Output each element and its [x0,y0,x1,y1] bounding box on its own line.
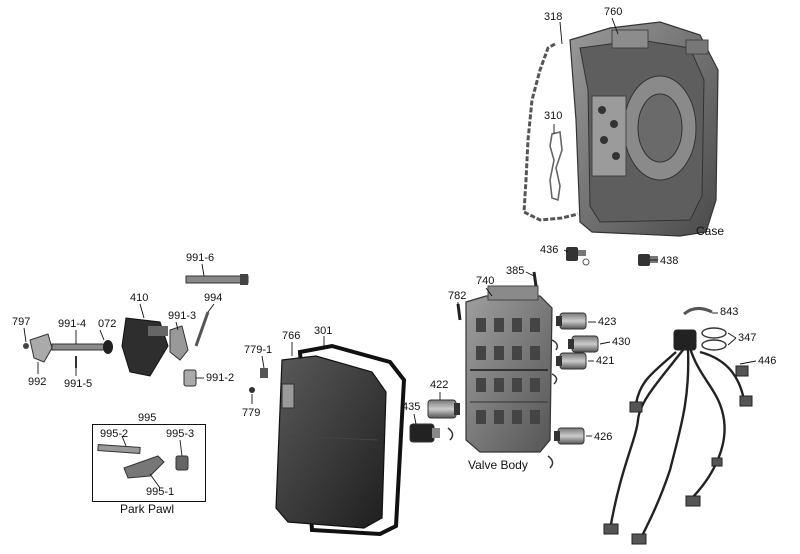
callout-423: 423 [598,316,617,328]
sensor-410 [121,317,169,377]
callout-436: 436 [540,244,559,256]
callout-421: 421 [596,355,615,367]
callout-995-2: 995-2 [100,428,129,440]
leader-lines [23,17,757,489]
pin-991-2 [183,369,197,387]
solenoid-426 [554,427,585,445]
shaft-991-4 [51,343,105,351]
park-pawl-frame [92,424,206,502]
pin-779 [249,387,255,393]
valve-body-assembly [465,285,553,453]
solenoid-421 [556,352,587,370]
case-caption: Case [696,224,725,238]
callout-310: 310 [544,110,563,122]
callout-318: 318 [544,11,563,23]
callout-385: 385 [506,265,525,277]
callout-779: 779 [242,407,261,419]
oil-pan-766 [275,355,387,529]
rod-994 [194,311,210,347]
pan-gasket-301 [297,343,407,537]
seal-072 [103,340,113,354]
callout-410: 410 [130,292,149,304]
callout-766: 766 [282,330,301,342]
solenoid-422 [427,399,460,419]
solenoid-430 [568,335,599,353]
pawl-995-1 [123,455,165,479]
o-ring-347b [701,339,727,351]
bolt-782 [456,303,462,321]
park-pawl-caption: Park Pawl [120,502,175,516]
callout-843: 843 [720,306,739,318]
callout-760: 760 [604,6,623,18]
callout-991-3: 991-3 [168,310,197,322]
callout-446: 446 [758,355,777,367]
callout-991-6: 991-6 [186,252,215,264]
sensor-436 [566,247,590,266]
solenoid-435 [409,423,440,443]
callout-301: 301 [314,325,333,337]
o-ring-347a [701,327,727,339]
harness-connectors [603,329,753,545]
callout-430: 430 [612,336,631,348]
bolt-779-1 [260,368,268,378]
callout-347: 347 [738,332,757,344]
callout-435: 435 [402,401,421,413]
manual-shaft-991-6 [185,274,249,285]
callout-779-1: 779-1 [244,344,273,356]
seal-843 [683,307,713,316]
callout-992: 992 [28,376,47,388]
lever-992 [29,333,53,363]
callout-991-4: 991-4 [58,318,87,330]
callout-438: 438 [660,255,679,267]
lever-991-3 [169,325,189,361]
callout-995: 995 [138,412,157,424]
valve-gasket-310 [549,131,563,202]
callout-782: 782 [448,290,467,302]
sensor-438 [638,254,658,266]
bolt-385 [532,271,538,287]
valve-body-caption: Valve Body [468,458,528,472]
callout-740: 740 [476,275,495,287]
transmission-case [522,21,719,237]
wiring-harness-446 [608,345,746,541]
callout-995-1: 995-1 [146,486,175,498]
solenoid-423 [556,312,587,330]
callout-797: 797 [12,316,31,328]
callout-422: 422 [430,379,449,391]
case-gasket-318 [522,42,579,222]
callout-072: 072 [98,318,117,330]
callout-995-3: 995-3 [166,428,195,440]
pawl-shaft-995-2 [97,444,141,454]
callout-426: 426 [594,431,613,443]
callout-994: 994 [204,292,223,304]
callout-991-2: 991-2 [206,372,235,384]
plug-797 [23,343,29,349]
callout-991-5: 991-5 [64,378,93,390]
